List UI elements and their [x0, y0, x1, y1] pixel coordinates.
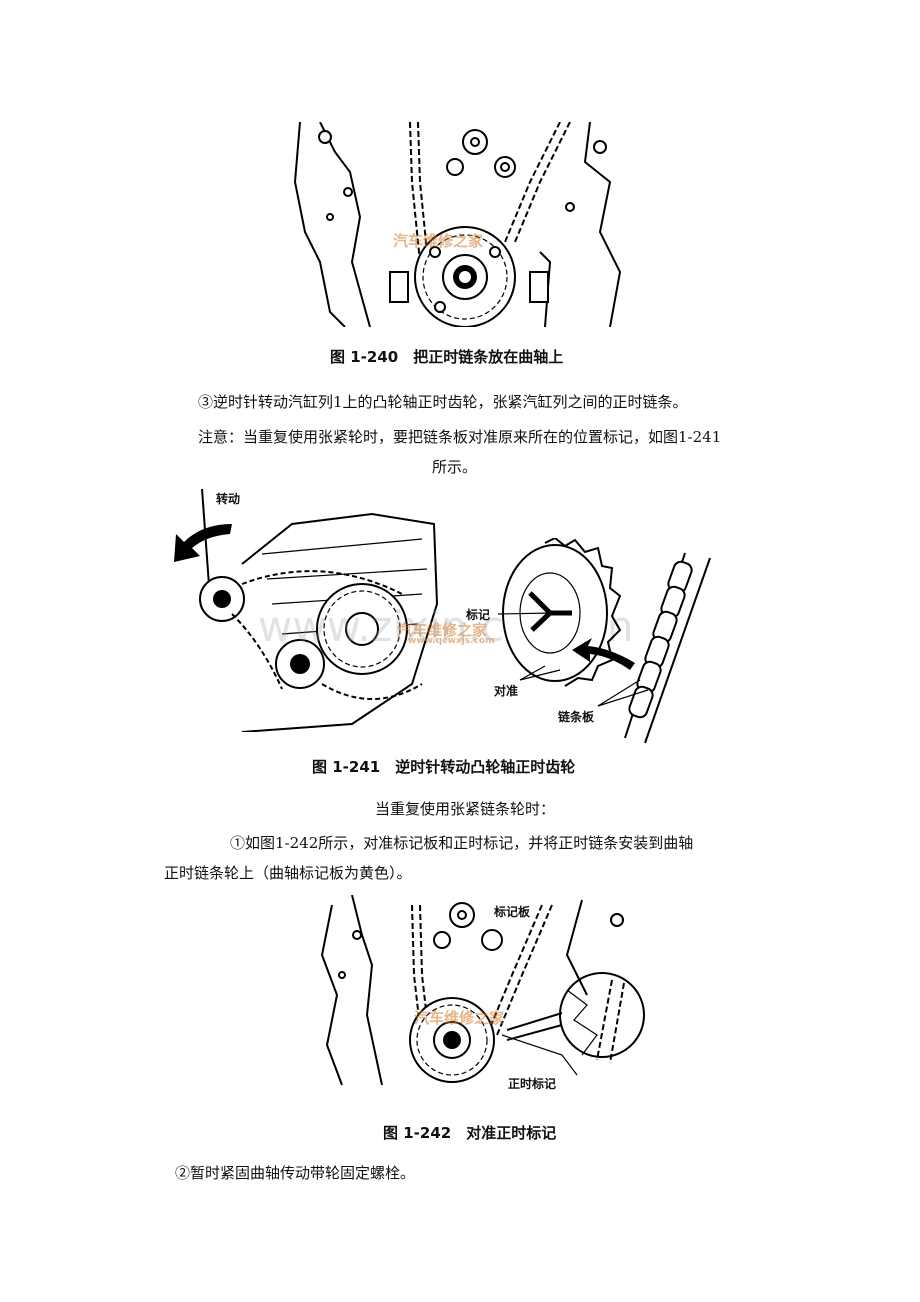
label-timing-mark: 正时标记 — [508, 1077, 557, 1091]
figure-242: 标记板 正时标记 汽车维修之家 — [312, 895, 647, 1095]
note-line-1: 注意：当重复使用张紧轮时，要把链条板对准原来所在的位置标记，如图1-241 — [198, 428, 722, 446]
step-2-text: ②暂时紧固曲轴传动带轮固定螺栓。 — [175, 1164, 416, 1182]
step-1-line-1: ①如图1-242所示，对准标记板和正时标记，并将正时链条安装到曲轴 — [230, 834, 694, 852]
reuse-tensioner-text: 当重复使用张紧链条轮时： — [375, 800, 556, 818]
watermark: 汽车维修之家 — [414, 1009, 505, 1027]
note-line-2: 所示。 — [432, 458, 478, 476]
engine-crankshaft-drawing — [293, 122, 622, 327]
step-1-line-2: 正时链条轮上（曲轴标记板为黄色）。 — [164, 864, 412, 882]
label-mark: 标记 — [466, 608, 491, 622]
figure-240-caption: 图 1-240 把正时链条放在曲轴上 — [330, 348, 564, 366]
figure-242-caption: 图 1-242 对准正时标记 — [383, 1124, 557, 1142]
watermark: 汽车维修之家 — [393, 232, 484, 250]
step-3-text: ③逆时针转动汽缸列1上的凸轮轴正时齿轮，张紧汽缸列之间的正时链条。 — [198, 393, 688, 411]
figure-241-caption: 图 1-241 逆时针转动凸轮轴正时齿轮 — [312, 758, 576, 776]
engine-rotate-drawing — [174, 488, 439, 732]
camshaft-sprocket-detail — [497, 538, 711, 744]
label-mark-plate: 标记板 — [494, 905, 531, 919]
watermark-url: www.qcwxjs.com — [408, 636, 495, 646]
label-align: 对准 — [494, 684, 519, 698]
watermark: 汽车维修之家 — [397, 621, 488, 639]
label-chain-plate: 链条板 — [558, 710, 595, 724]
figure-241-left: 转动 汽车维修之家 www.qcwxjs.com — [172, 484, 494, 732]
timing-mark-drawing — [320, 895, 645, 1086]
label-rotate: 转动 — [216, 492, 241, 506]
figure-241-right: 标记 对准 链条板 — [460, 538, 730, 748]
figure-240: 汽车维修之家 — [290, 122, 630, 327]
